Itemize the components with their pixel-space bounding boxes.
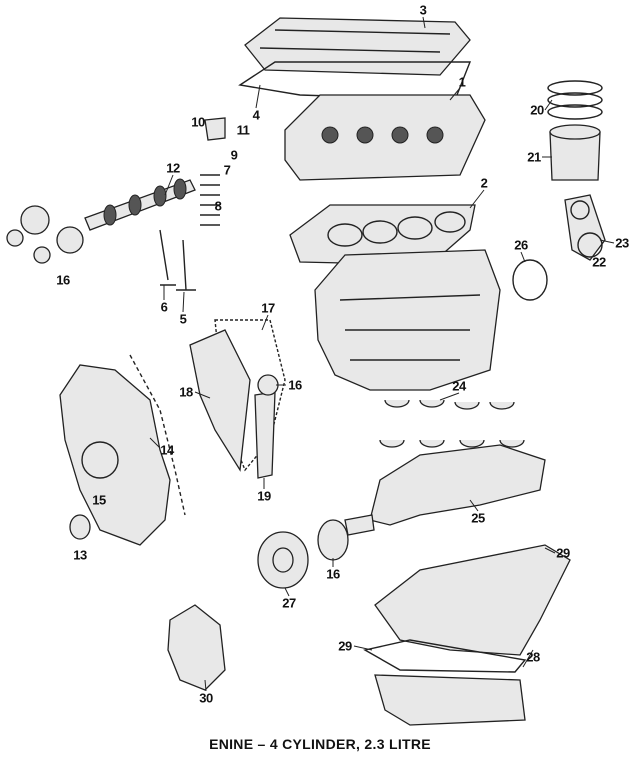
callout-16c: 16 (326, 566, 340, 582)
callout-17: 17 (261, 300, 275, 316)
callout-24: 24 (452, 378, 466, 394)
callout-22: 22 (592, 254, 606, 270)
callout-14: 14 (160, 442, 174, 458)
callout-7: 7 (223, 162, 231, 178)
callout-2: 2 (480, 175, 488, 191)
callout-9: 9 (230, 147, 238, 163)
timing-cover (59, 364, 171, 546)
piston-rings (547, 80, 603, 120)
valve (159, 229, 196, 291)
callout-3: 3 (419, 2, 427, 18)
callout-25: 25 (471, 510, 485, 526)
callout-21: 21 (527, 149, 541, 165)
callout-11: 11 (236, 122, 250, 138)
callout-16b: 16 (288, 377, 302, 393)
sprocket (257, 374, 279, 396)
callout-19: 19 (257, 488, 271, 504)
valve-cover-gasket (238, 61, 472, 101)
crank-sprocket (317, 519, 349, 561)
callout-28: 28 (526, 649, 540, 665)
callout-18: 18 (179, 384, 193, 400)
callout-1: 1 (458, 74, 466, 90)
cam-gears (6, 205, 84, 264)
callout-10: 10 (191, 114, 205, 130)
engine-block (314, 249, 501, 391)
pan-gasket (363, 639, 527, 673)
callout-27: 27 (282, 595, 296, 611)
lower-oil-pan (374, 674, 526, 726)
diagram-caption: ENINE – 4 CYLINDER, 2.3 LITRE (209, 736, 431, 752)
callout-5: 5 (179, 311, 187, 327)
callout-6: 6 (160, 299, 168, 315)
callout-26: 26 (514, 237, 528, 253)
callout-8: 8 (214, 198, 222, 214)
chain-tensioner (254, 391, 276, 479)
head-gasket (289, 204, 476, 266)
crank-pulley (257, 531, 309, 589)
cylinder-head (284, 94, 486, 181)
callout-30: 30 (199, 690, 213, 706)
front-seal (69, 514, 91, 540)
valve-cover (244, 17, 471, 76)
callout-15: 15 (92, 492, 106, 508)
callout-29: 29 (556, 545, 570, 561)
chain-guide (189, 329, 251, 472)
lifter (204, 117, 226, 141)
callout-20: 20 (530, 102, 544, 118)
leader-lines (149, 16, 615, 692)
upper-oil-pan (374, 544, 571, 656)
callout-16: 16 (56, 272, 70, 288)
main-bearings (379, 399, 525, 448)
callout-29b: 29 (338, 638, 352, 654)
callout-12: 12 (166, 160, 180, 176)
callout-23: 23 (615, 235, 629, 251)
valve-spring (200, 174, 220, 226)
cover-gasket (129, 354, 186, 516)
oil-pump (167, 604, 226, 691)
callout-13: 13 (73, 547, 87, 563)
callout-4: 4 (252, 107, 260, 123)
rear-seal (512, 259, 548, 301)
connecting-rod (564, 194, 606, 261)
crankshaft (369, 444, 546, 526)
